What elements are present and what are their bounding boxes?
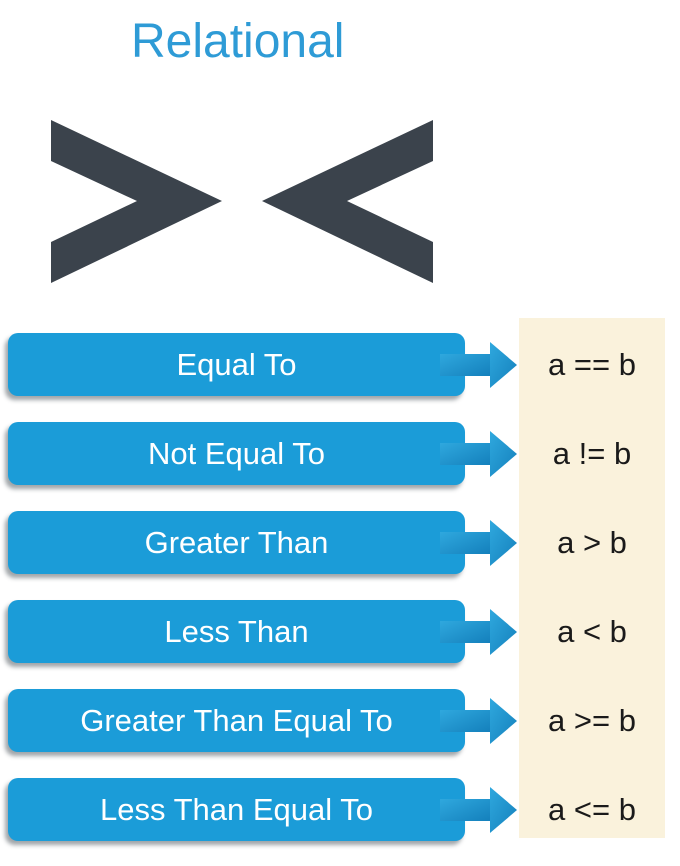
operator-row-greater-than-equal-to: Greater Than Equal To a >= b: [0, 689, 680, 752]
operator-label: Less Than Equal To: [100, 791, 373, 827]
operator-pill: Equal To: [8, 333, 465, 396]
operator-expression: a > b: [557, 525, 627, 560]
expressions-panel: [519, 318, 665, 838]
operator-pill: Greater Than: [8, 511, 465, 574]
less-than-glyph: [262, 120, 433, 283]
operator-row-greater-than: Greater Than a > b: [0, 511, 680, 574]
operator-row-equal-to: Equal To a == b: [0, 333, 680, 396]
operator-pill: Less Than Equal To: [8, 778, 465, 841]
greater-less-symbol-graphic: [51, 120, 433, 283]
operator-expression: a == b: [548, 347, 636, 382]
operator-expression: a <= b: [548, 792, 636, 827]
arrow-right-icon: [440, 431, 517, 477]
operator-expression: a != b: [552, 436, 632, 471]
operator-pill: Not Equal To: [8, 422, 465, 485]
operator-row-less-than-equal-to: Less Than Equal To a <= b: [0, 778, 680, 841]
arrow-right-icon: [440, 787, 517, 833]
greater-than-glyph: [51, 120, 222, 283]
operator-label: Not Equal To: [148, 435, 325, 471]
operator-expression: a < b: [557, 614, 627, 649]
operator-expression: a >= b: [548, 703, 636, 738]
arrow-right-icon: [440, 342, 517, 388]
operator-label: Greater Than: [144, 524, 329, 560]
arrow-right-icon: [440, 520, 517, 566]
page-title: Relational: [131, 15, 345, 68]
operator-pill: Less Than: [8, 600, 465, 663]
operator-label: Greater Than Equal To: [80, 702, 393, 738]
arrow-right-icon: [440, 609, 517, 655]
operator-label: Equal To: [176, 346, 297, 382]
operator-row-not-equal-to: Not Equal To a != b: [0, 422, 680, 485]
operator-label: Less Than: [164, 613, 309, 649]
operator-row-less-than: Less Than a < b: [0, 600, 680, 663]
operator-rows: Equal To a == b Not Equal To a != b Grea…: [0, 333, 680, 841]
arrow-right-icon: [440, 698, 517, 744]
operator-pill: Greater Than Equal To: [8, 689, 465, 752]
